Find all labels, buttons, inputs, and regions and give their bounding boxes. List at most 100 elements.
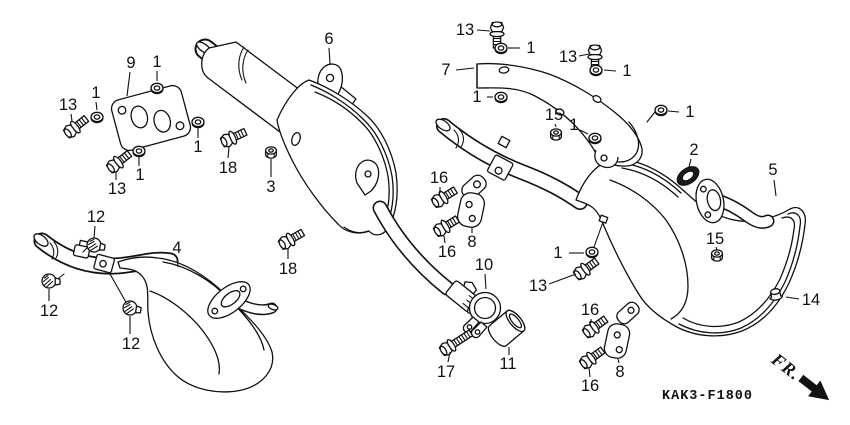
pipe-mount-stud [497,135,511,149]
callout-leader-1 [603,69,617,72]
part-callout-8: 8 [467,233,476,251]
washer-part-1 [494,42,508,55]
bolt-part-13 [60,112,92,141]
washer-part-1 [132,145,146,158]
callout-leader-8 [617,358,620,364]
nut-part-3 [264,146,278,159]
part-callout-1: 1 [152,53,161,71]
part-callout-7: 7 [441,61,450,79]
callout-leader-13 [578,53,590,57]
exhaust-flange [695,178,725,224]
callout-leader-15 [554,123,557,128]
part-callout-16: 16 [581,377,599,395]
nut-part-15 [549,128,563,141]
joint-sleeve-part-11 [487,309,526,347]
part-callout-18: 18 [219,159,237,177]
fr-direction-arrow [797,374,829,400]
part-callout-15: 15 [706,230,724,248]
pipe-clamp-part-10 [462,291,502,339]
callout-leader-5 [773,179,777,197]
part-callout-16: 16 [581,301,599,319]
nut-part-15 [710,249,724,262]
part-callout-16: 16 [438,243,456,261]
header-pipe-opening [33,233,49,247]
header-pipe-opening [435,118,451,132]
callout-leader-7 [455,67,475,71]
part-callout-1: 1 [193,138,202,156]
part-callout-13: 13 [529,277,547,295]
part-callout-18: 18 [279,260,297,278]
bolt-part-18 [218,124,250,150]
part-callout-13: 13 [559,48,577,66]
callout-leader-14 [785,296,800,300]
callout-leader-13 [548,273,577,285]
callout-leader-12 [93,225,96,239]
part-callout-14: 14 [802,291,820,309]
pipe-mount-bracket [487,154,514,181]
part-callout-13: 13 [108,180,126,198]
part-callout-1: 1 [472,88,481,106]
bolt-part-16 [429,183,460,211]
callout-leader-1 [95,101,98,111]
callout-leader-16 [588,367,591,378]
washer-part-1 [654,104,668,117]
part-callout-13: 13 [456,21,474,39]
part-callout-5: 5 [768,161,777,179]
pipe-mount-bracket [93,253,115,274]
silencer-part-6 [194,38,481,314]
washer-part-1 [90,111,104,124]
part-callout-12: 12 [122,335,140,353]
part-callout-8: 8 [615,363,624,381]
callout-leader-15 [715,246,718,251]
part-callout-13: 13 [59,96,77,114]
bracket-part-8-upper [456,174,487,228]
callout-leader-16 [443,235,446,244]
part-callout-12: 12 [40,302,58,320]
bolt-part-13 [570,254,602,283]
part-callout-9: 9 [126,54,135,72]
silencer-lower-tab [355,159,380,196]
callout-leader-6 [328,47,331,65]
part-callout-15: 15 [545,106,563,124]
washer-part-1 [585,246,599,259]
washer-part-1 [150,82,164,95]
exhaust-gasket-part-2 [676,166,700,186]
part-callout-1: 1 [91,84,100,102]
callout-leader-13 [70,113,73,122]
callout-leader-18 [227,146,230,159]
part-callout-17: 17 [437,363,455,381]
callout-leader-2 [688,158,692,168]
callout-leader-4 [176,256,179,268]
gasket-plate-part-9 [110,84,192,152]
part-callout-1: 1 [569,116,578,134]
expansion-chamber-part-4 [33,232,279,393]
part-callout-1: 1 [553,244,562,262]
bolt-part-16 [431,212,462,240]
part-callout-12: 12 [87,208,105,226]
exhaust-flange [207,281,251,319]
part-callout-1: 1 [526,39,535,57]
front-direction-indicator: FR. [767,348,837,409]
washer-part-1 [191,116,205,129]
part-callout-3: 3 [266,178,275,196]
callout-leader-9 [126,71,131,97]
part-callout-1: 1 [685,103,694,121]
washer-part-1 [494,91,508,104]
callout-leader-13 [476,29,491,32]
diagram-code: KAK3-F1800 [662,389,754,404]
callout-leader-1 [667,110,680,113]
bolt-part-12 [41,273,61,289]
part-callout-11: 11 [499,355,516,373]
bolt-part-17 [437,326,476,359]
part-callout-16: 16 [430,169,448,187]
callout-leader-1 [579,129,589,135]
bolt-part-18 [276,225,307,253]
bolt-part-13 [103,147,135,176]
bracket-part-8-lower [603,301,640,359]
part-callout-4: 4 [172,239,181,257]
part-callout-1: 1 [135,166,144,184]
washer-part-1 [588,132,602,145]
